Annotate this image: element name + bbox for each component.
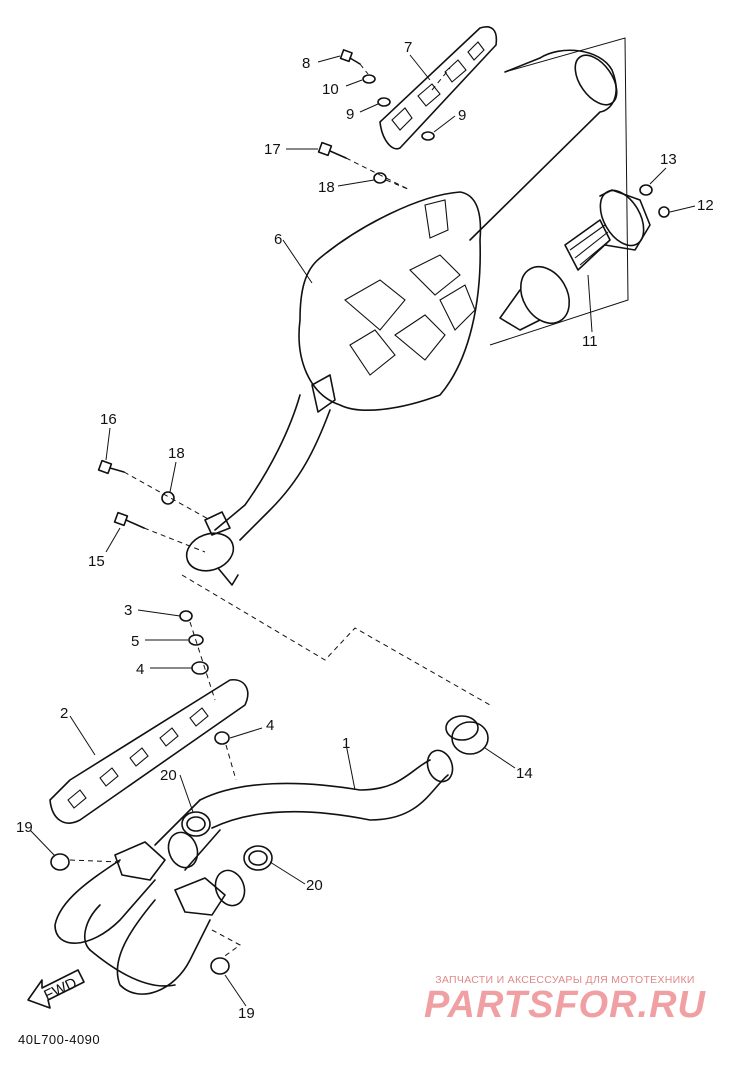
callout-20: 20 [160,767,177,784]
watermark-caption: ЗАПЧАСТИ И АКСЕССУАРЫ ДЛЯ МОТОТЕХНИКИ [435,974,695,986]
callout-8: 8 [302,55,310,72]
gasket-20-upper [181,811,211,837]
assembly-lines [69,63,491,959]
callout-4: 4 [266,717,274,734]
bolt-3 [179,610,193,622]
callout-13: 13 [660,151,677,168]
grommet-9-upper [377,97,391,107]
watermark: ЗАПЧАСТИ И АКСЕССУАРЫ ДЛЯ МОТОТЕХНИКИ PA… [410,974,720,1027]
forward-direction-arrow: FWD [27,969,85,1009]
screw-12 [658,206,670,218]
callout-18: 18 [168,445,185,462]
nut-19-right [210,957,230,975]
callout-5: 5 [131,633,139,650]
muffler-body [185,49,618,586]
bolt-16 [97,459,125,475]
bolt-8 [339,49,361,65]
callout-9: 9 [346,106,354,123]
bolt-17 [317,141,347,159]
watermark-logo: PARTSFOR.RU [424,984,706,1026]
leader-lines [29,54,696,1007]
exhaust-pipe-protector [49,679,249,824]
callout-1: 1 [342,735,350,752]
callout-6: 6 [274,231,282,248]
callout-labels: 8 7 10 9 9 17 18 13 12 6 11 16 18 15 3 5… [16,39,714,1022]
callout-20: 20 [306,877,323,894]
spark-arrester [499,189,651,331]
washer-10 [362,74,376,84]
nut-13 [639,184,653,196]
gasket-20-lower [243,845,273,871]
callout-4: 4 [136,661,144,678]
callout-2: 2 [60,705,68,722]
drawing-code: 40L700-4090 [18,1032,101,1047]
callout-14: 14 [516,765,533,782]
washer-5 [188,634,204,646]
nut-19-left [50,853,70,871]
damper-4-lower [214,731,230,745]
grommet-9-lower [421,131,435,141]
callout-15: 15 [88,553,105,570]
gasket-14 [445,715,489,755]
callout-19: 19 [238,1005,255,1022]
callout-17: 17 [264,141,281,158]
exhaust-pipe [54,749,454,995]
muffler-protector [379,26,498,150]
muffler-sub-assembly-frame [489,37,629,346]
callout-16: 16 [100,411,117,428]
callout-12: 12 [697,197,714,214]
bolt-15 [113,511,145,529]
gasket-18-lower [161,491,175,505]
callout-18: 18 [318,179,335,196]
callout-9: 9 [458,107,466,124]
gasket-18-upper [373,172,387,184]
callout-3: 3 [124,602,132,619]
callout-19: 19 [16,819,33,836]
callout-11: 11 [582,333,598,350]
damper-4-upper [191,661,209,675]
callout-7: 7 [404,39,412,56]
callout-10: 10 [322,81,339,98]
